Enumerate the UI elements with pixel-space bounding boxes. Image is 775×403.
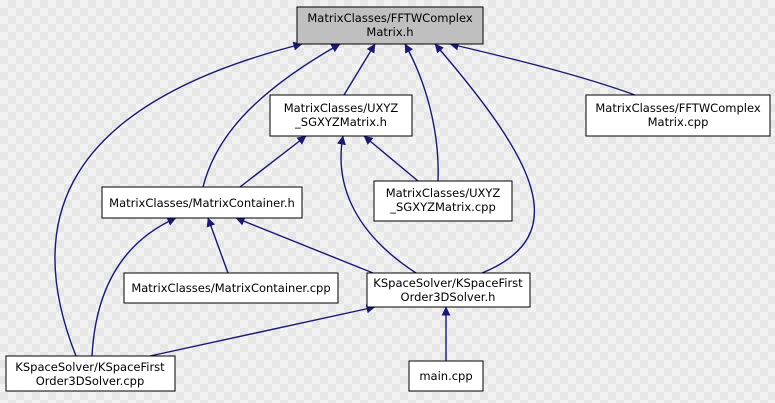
node-label-line: main.cpp	[419, 369, 472, 383]
edge-complex-cpp-to-complex-h	[449, 41, 636, 96]
edge-container-cpp-to-container-h	[206, 217, 229, 274]
edge-solver-h-to-complex-h	[434, 43, 535, 274]
edge-solver-h-to-container-h	[235, 217, 374, 274]
edge-container-h-to-uxyz-h	[239, 135, 307, 188]
node-matrixcontainer-cpp[interactable]: MatrixClasses/MatrixContainer.cpp	[123, 272, 339, 304]
node-label-line: KSpaceSolver/KSpaceFirst	[15, 360, 165, 374]
file-nodes: MatrixClasses/FFTWComplex Matrix.h Matri…	[5, 6, 771, 392]
node-matrixcontainer-h[interactable]: MatrixClasses/MatrixContainer.h	[101, 186, 303, 219]
edge-uxyz-h-to-complex-h	[343, 43, 376, 96]
edge-container-h-to-complex-h	[202, 43, 341, 188]
node-kspacefirstorder3dsolver-cpp[interactable]: KSpaceSolver/KSpaceFirst Order3DSolver.c…	[5, 355, 176, 392]
node-label-line: MatrixClasses/UXYZ	[386, 186, 501, 200]
dependency-edges	[54, 41, 636, 361]
node-label-line: Order3DSolver.h	[401, 290, 496, 304]
node-main-cpp[interactable]: main.cpp	[408, 360, 484, 392]
node-fftwcomplexmatrix-cpp[interactable]: MatrixClasses/FFTWComplex Matrix.cpp	[585, 94, 771, 137]
node-kspacefirstorder3dsolver-h[interactable]: KSpaceSolver/KSpaceFirst Order3DSolver.h	[366, 272, 531, 308]
edge-solver-cpp-to-solver-h	[149, 304, 376, 357]
edge-solver-cpp-to-container-h	[91, 217, 177, 357]
node-label-line: Matrix.h	[366, 25, 413, 39]
node-label-line: Order3DSolver.cpp	[36, 374, 145, 388]
node-label-line: MatrixClasses/FFTWComplex	[595, 101, 760, 115]
edge-solver-h-to-uxyz-h	[337, 135, 417, 274]
node-label-line: _SGXYZMatrix.h	[294, 115, 387, 129]
edge-uxyz-cpp-to-complex-h	[404, 43, 439, 182]
edge-solver-cpp-to-complex-h	[54, 41, 303, 357]
node-label-line: _SGXYZMatrix.cpp	[389, 200, 496, 214]
node-fftwcomplexmatrix-h[interactable]: MatrixClasses/FFTWComplex Matrix.h	[296, 6, 484, 45]
node-label-line: MatrixClasses/FFTWComplex	[307, 11, 472, 25]
node-label-line: KSpaceSolver/KSpaceFirst	[373, 276, 523, 290]
node-uxyz-sgxyzmatrix-h[interactable]: MatrixClasses/UXYZ _SGXYZMatrix.h	[269, 94, 413, 137]
edge-uxyz-cpp-to-uxyz-h	[363, 135, 419, 182]
node-label-line: MatrixClasses/MatrixContainer.h	[109, 196, 295, 210]
node-label-line: Matrix.cpp	[648, 115, 709, 129]
node-uxyz-sgxyzmatrix-cpp[interactable]: MatrixClasses/UXYZ _SGXYZMatrix.cpp	[373, 180, 513, 222]
node-label-line: MatrixClasses/UXYZ	[284, 101, 399, 115]
node-label-line: MatrixClasses/MatrixContainer.cpp	[131, 281, 330, 295]
